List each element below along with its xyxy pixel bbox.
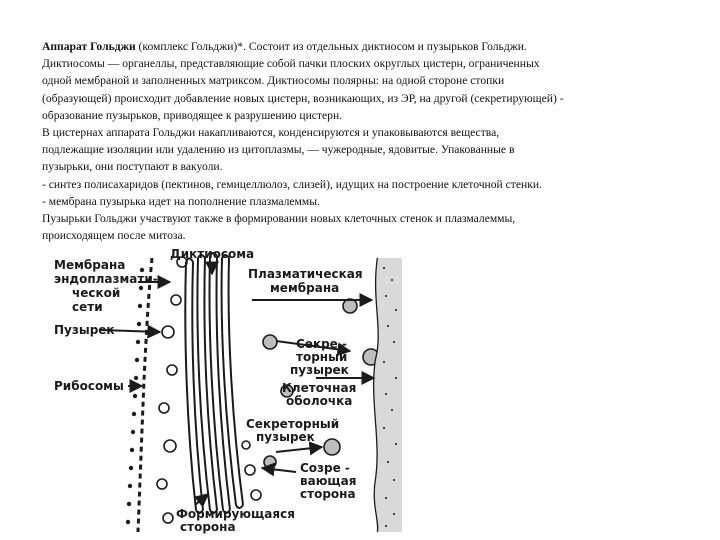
text-line: (образующей) происходит добавление новых… [42, 91, 564, 105]
text-line: В цистернах аппарата Гольджи накапливают… [42, 126, 500, 140]
label-arrows [99, 261, 376, 508]
text-line: Пузырьки Гольджи участвуют также в форми… [42, 212, 516, 226]
label-maturing-side: сторона [300, 487, 356, 501]
label-maturing-side: вающая [300, 474, 356, 488]
label-secretory-vesicle: торный [296, 350, 347, 364]
label-plasma-membrane: мембрана [270, 281, 339, 295]
text-line: подлежащие изоляции или удалению из цито… [42, 143, 515, 157]
text-line: - синтез полисахаридов (пектинов, гемице… [42, 177, 542, 191]
label-secretory-vesicle-2: пузырек [256, 430, 315, 444]
label-cell-wall: оболочка [286, 394, 352, 408]
cell-wall [373, 257, 402, 533]
label-secretory-vesicle: пузырек [290, 363, 349, 377]
transport-vesicles [156, 256, 188, 524]
text-line: одной мембраной и заполненных матриксом.… [42, 74, 505, 88]
text-line: образование пузырьков, приводящее к разр… [42, 108, 343, 122]
label-secretory-vesicle-2: Секреторный [246, 417, 339, 431]
label-plasma-membrane: Плазматическая [248, 267, 363, 281]
label-cell-wall: Клеточная [282, 381, 356, 395]
budding-vesicles [241, 440, 262, 501]
text-line-1-rest: (комплекс Гольджи)*. Состоит из отдельны… [135, 40, 527, 53]
label-dictyosome: Диктиосома [170, 247, 254, 261]
text-line: пузырьки, они поступают в вакуоли. [42, 160, 223, 174]
label-secretory-vesicle: Секре - [296, 337, 347, 351]
label-er-membrane: Мембрана [54, 258, 125, 272]
text-line: Диктиосомы — органеллы, представляющие с… [42, 57, 540, 71]
text-line: - мембрана пузырька идет на пополнение п… [42, 194, 320, 208]
label-er-membrane: ческой [72, 286, 120, 300]
label-vesicle: Пузырек [54, 323, 115, 337]
text-line: происходящем после митоза. [42, 229, 186, 243]
golgi-term: Аппарат Гольджи [42, 40, 136, 53]
label-er-membrane: эндоплазмати- [54, 272, 158, 286]
er-membrane [125, 257, 154, 533]
label-maturing-side: Созре - [300, 461, 350, 475]
golgi-description: Аппарат Гольджи (комплекс Гольджи)*. Сос… [42, 38, 682, 244]
label-er-membrane: сети [72, 300, 103, 314]
label-forming-side: сторона [180, 520, 236, 534]
dictyosome [184, 252, 244, 514]
label-ribosomes: Рибосомы [54, 379, 124, 393]
label-forming-side: Формирующаяся [176, 507, 295, 521]
text-line: Аппарат Гольджи (комплекс Гольджи)*. Сос… [42, 38, 682, 55]
diagram-labels: Мембрана эндоплазмати- ческой сети Пузыр… [54, 247, 363, 534]
